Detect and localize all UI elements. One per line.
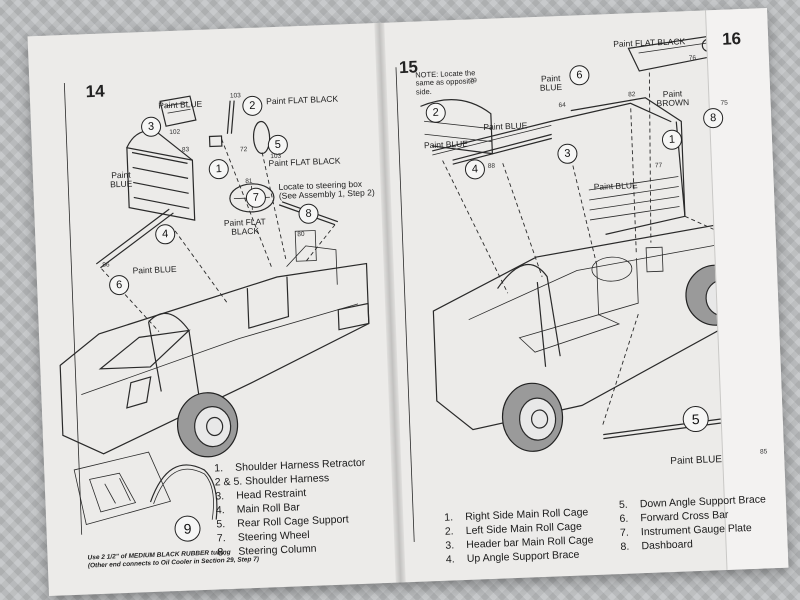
part-number: 72 [239,146,248,154]
part-number: 79 [469,77,477,85]
step-14-parts-legend: 1. Shoulder Harness Retractor 2 & 5. Sho… [214,456,369,560]
label-paint-blue-roll-bar: Paint BLUE [109,169,133,190]
step-15-parts-legend-col2: 5. Down Angle Support Brace 6. Forward C… [619,492,768,554]
part-number: 103 [229,92,241,100]
part-number: 88 [487,162,496,170]
label-paint-blue-cross-bar: Paint BLUE [539,72,563,94]
label-paint-flat-black-wheel: Paint FLAT BLACK [223,216,266,238]
part-number: 75 [720,99,728,107]
part-number: 103 [270,152,282,161]
step-14-number: 14 [85,81,105,102]
part-number: 102 [169,128,181,137]
step-16-number: 16 [721,29,742,49]
step-15-parts-legend-col1: 1. Right Side Main Roll Cage 2. Left Sid… [444,505,594,567]
part-number: 64 [558,101,566,110]
label-paint-blue-header: Paint BLUE [483,120,528,132]
part-number: 86 [102,261,110,269]
label-paint-blue-head-restraint: Paint BLUE [158,98,203,111]
instruction-booklet: 14 3 Paint BLUE 2 Paint FLAT BLACK 1 5 P… [27,8,789,596]
label-paint-blue-main-cage: Paint BLUE [593,180,638,192]
label-locate-steering-box: Locate to steering box (See Assembly 1, … [278,178,375,202]
label-note-locate: NOTE: Locate the same as opposite side. [415,68,476,97]
part-number: 83 [181,146,190,154]
part-number: 80 [297,230,305,239]
part-number: 85 [759,448,768,456]
label-paint-brown: Paint BROWN [656,88,690,109]
part-number: 76 [688,54,697,63]
part-number: 77 [654,162,663,170]
label-paint-blue-down-brace: Paint BLUE [670,454,723,468]
label-paint-blue-left-cage: Paint BLUE [423,138,469,151]
part-number: 81 [245,177,253,186]
part-number: 82 [628,91,636,99]
label-paint-blue-brace: Paint BLUE [132,263,177,276]
